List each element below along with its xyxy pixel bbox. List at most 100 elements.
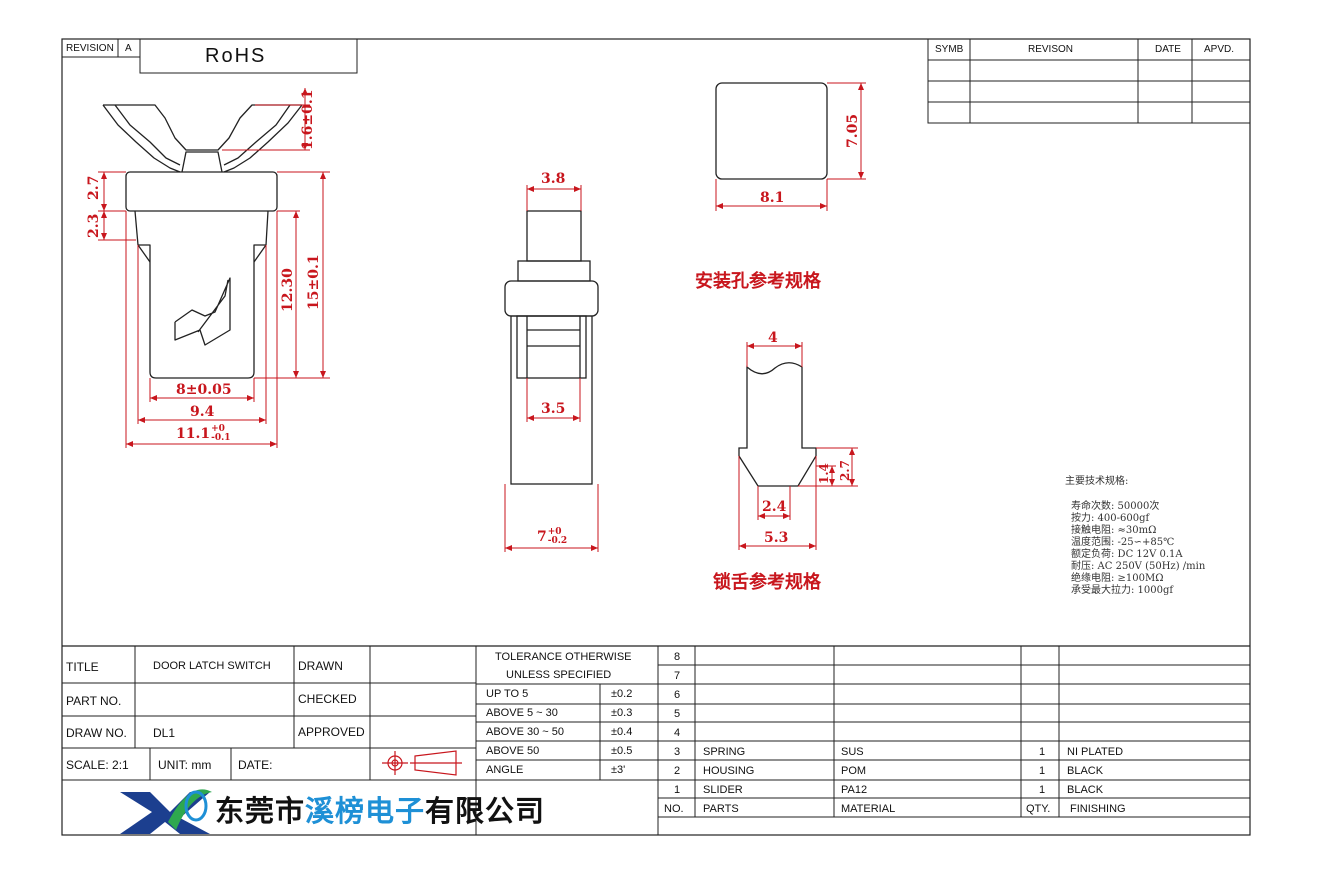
dim-side-inner-width: 3.5 — [541, 401, 566, 417]
bom-header-no: NO. — [664, 803, 684, 815]
revision-label: REVISION — [66, 43, 114, 54]
dim-front-left-top: 2.7 — [86, 175, 102, 200]
tongue-shape — [738, 362, 817, 487]
switch-front-view — [102, 104, 303, 379]
dim-tongue-top-width: 4 — [768, 330, 778, 346]
bom-row-number-8: 8 — [674, 651, 681, 663]
rev-header-symb: SYMB — [935, 44, 964, 55]
company-name-part1: 东莞市 — [215, 794, 306, 828]
dim-tongue-tip-width: 2.4 — [762, 499, 787, 515]
tolerance-value-5: ±3' — [611, 764, 626, 776]
tolerance-range-4: ABOVE 50 — [486, 745, 540, 757]
tolerance-range-2: ABOVE 5 ~ 30 — [486, 707, 558, 719]
rohs-label: RoHS — [205, 45, 267, 67]
drawn-label: DRAWN — [298, 659, 343, 673]
revision-table-lines — [927, 38, 1251, 124]
specs-heading: 主要技术规格: — [1065, 476, 1129, 487]
tongue-caption: 锁舌参考规格 — [713, 572, 821, 593]
checked-label: CHECKED — [298, 692, 357, 706]
side-view-dim-lines — [504, 185, 599, 552]
specs-line-6: 耐压: AC 250V (50Hz) /min — [1071, 561, 1206, 572]
dim-front-width-overall-base: 11.1 — [176, 426, 211, 442]
tolerance-header-2: UNLESS SPECIFIED — [506, 669, 612, 681]
tolerance-value-3: ±0.4 — [611, 726, 633, 738]
bom-header-finishing: FINISHING — [1070, 803, 1126, 815]
bom-row-number-5: 5 — [674, 708, 681, 720]
scale-label: SCALE: 2:1 — [66, 758, 129, 772]
dim-side-bottom-width-base: 7 — [537, 529, 547, 545]
bom-row-2-material: POM — [841, 765, 867, 777]
bom-row-3-finishing: NI PLATED — [1067, 746, 1124, 758]
rev-header-revison: REVISON — [1028, 44, 1074, 55]
bom-row-number-6: 6 — [674, 689, 681, 701]
dim-tongue-base-width: 5.3 — [764, 530, 789, 546]
dim-front-width-tol-lower: -0.1 — [211, 433, 231, 443]
mount-hole-dim-lines — [715, 82, 866, 211]
bom-row-1-part: SLIDER — [703, 784, 743, 796]
bom-row-2-qty: 1 — [1039, 765, 1046, 777]
revision-value: A — [125, 43, 132, 54]
title-label: TITLE — [66, 660, 99, 674]
specs-line-1: 寿命次数: 50000次 — [1071, 501, 1160, 512]
bom-row-2-part: HOUSING — [703, 765, 755, 777]
tolerance-value-4: ±0.5 — [611, 745, 633, 757]
title-value: DOOR LATCH SWITCH — [153, 660, 271, 672]
specs-line-8: 承受最大拉力: 1000gf — [1071, 585, 1174, 596]
bom-header-qty: QTY. — [1026, 803, 1051, 815]
company-name: 东莞市溪榜电子有限公司 — [215, 788, 545, 830]
dim-front-width-inner: 8±0.05 — [176, 382, 232, 398]
tolerance-range-3: ABOVE 30 ~ 50 — [486, 726, 564, 738]
specs-line-4: 温度范围: -25∽+85℃ — [1071, 537, 1175, 548]
bom-row-3-qty: 1 — [1039, 746, 1046, 758]
tolerance-range-5: ANGLE — [486, 764, 524, 776]
dim-side-top-width: 3.8 — [541, 171, 566, 187]
switch-side-view — [504, 210, 599, 485]
dim-side-bottom-tol-lower: -0.2 — [547, 536, 568, 546]
date-label: DATE: — [238, 758, 273, 772]
tolerance-header-1: TOLERANCE OTHERWISE — [495, 651, 632, 663]
dim-tongue-step-large: 2.7 — [838, 460, 852, 481]
unit-label: UNIT: mm — [158, 758, 212, 772]
bom-row-3-part: SPRING — [703, 746, 746, 758]
bom-row-1-finishing: BLACK — [1067, 784, 1104, 796]
dim-side-bottom-tol-upper: +0 — [547, 527, 562, 537]
dim-front-width-tol-upper: +0 — [211, 424, 225, 434]
mount-hole-caption: 安装孔参考规格 — [695, 271, 821, 292]
tolerance-value-2: ±0.3 — [611, 707, 633, 719]
company-name-part2: 溪榜电子 — [305, 794, 426, 828]
dim-front-top-height: 1.6±0.1 — [300, 89, 316, 150]
draw-no-value: DL1 — [153, 726, 176, 740]
bom-row-3-no: 3 — [674, 746, 681, 758]
dim-front-left-bottom: 2.3 — [86, 213, 102, 238]
part-no-label: PART NO. — [66, 694, 122, 708]
dim-front-width-mid: 9.4 — [190, 404, 215, 420]
bom-row-1-qty: 1 — [1039, 784, 1046, 796]
bom-row-number-4: 4 — [674, 727, 681, 739]
specs-line-3: 接触电阻: ≈30mΩ — [1071, 525, 1157, 536]
bom-header-material: MATERIAL — [841, 803, 896, 815]
revision-corner-lines — [62, 38, 358, 74]
company-name-part3: 有限公司 — [425, 794, 546, 828]
dim-hole-height: 7.05 — [845, 113, 861, 148]
specs-line-7: 绝缘电阻: ≥100MΩ — [1071, 573, 1164, 584]
tolerance-range-1: UP TO 5 — [486, 688, 529, 700]
dim-front-overall-height: 15±0.1 — [306, 254, 322, 310]
bom-row-1-material: PA12 — [841, 784, 868, 796]
bom-row-1-no: 1 — [674, 784, 681, 796]
mount-hole-shape — [715, 82, 828, 180]
bom-row-2-no: 2 — [674, 765, 681, 777]
bom-header-parts: PARTS — [703, 803, 739, 815]
title-block-lines — [62, 646, 1250, 835]
dim-side-bottom-width: 7+0-0.2 — [537, 528, 567, 546]
dim-hole-width: 8.1 — [760, 190, 785, 206]
approved-label: APPROVED — [298, 725, 365, 739]
projection-symbol — [382, 750, 462, 776]
bom-row-3-material: SUS — [841, 746, 864, 758]
front-view-dim-lines — [98, 88, 330, 448]
bom-row-2-finishing: BLACK — [1067, 765, 1104, 777]
sheet-frame — [61, 38, 1251, 836]
tolerance-value-1: ±0.2 — [611, 688, 633, 700]
dim-front-width-overall: 11.1+0-0.1 — [176, 425, 231, 443]
bom-row-number-7: 7 — [674, 670, 681, 682]
